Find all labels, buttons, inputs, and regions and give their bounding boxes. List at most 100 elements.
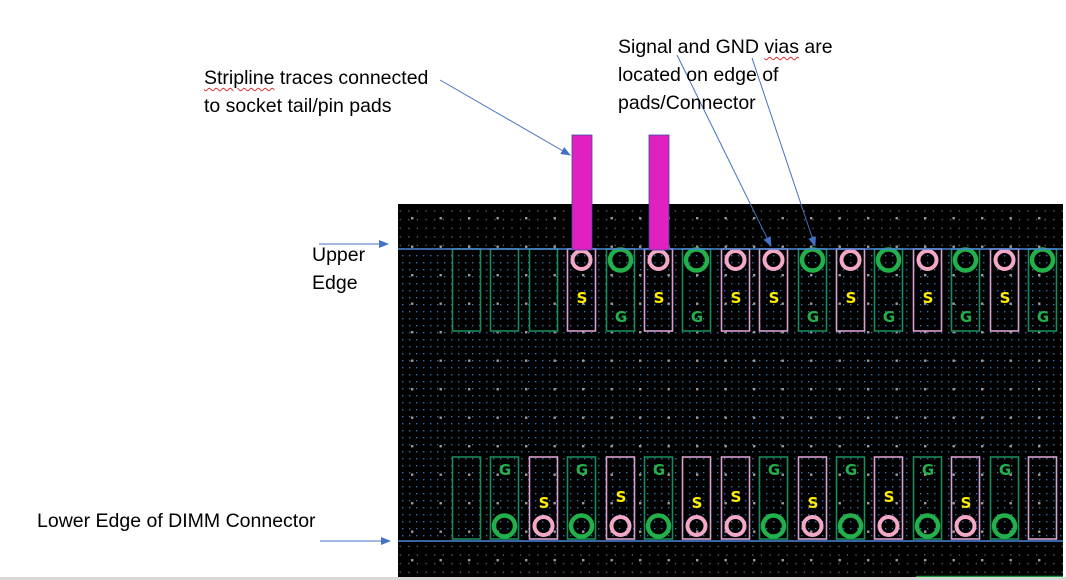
- pcb-board: [398, 204, 1063, 580]
- stripline-annotation: Stripline traces connected to socket tai…: [204, 64, 428, 120]
- signal-via: [724, 515, 747, 537]
- ground-pad: G: [912, 456, 943, 540]
- pad-outline: [835, 456, 866, 540]
- ground-pad-label: G: [807, 308, 819, 326]
- signal-via: [916, 249, 939, 271]
- ground-via: [760, 513, 787, 539]
- stripline-traces: [571, 134, 670, 251]
- upper-edge-label: Upper Edge: [312, 241, 365, 297]
- vias-annotation-line-3: pads/Connector: [618, 92, 756, 114]
- vias-line1-post: are: [799, 36, 833, 58]
- signal-pad: [1027, 456, 1058, 540]
- pad-outline: [912, 456, 943, 540]
- vias-word: vias: [764, 36, 800, 58]
- signal-via: [532, 515, 555, 537]
- pad-outline: [681, 456, 712, 540]
- ground-pad-label: G: [576, 461, 588, 479]
- signal-via: [993, 249, 1016, 271]
- pad-outline: [528, 456, 559, 540]
- board-major-grid: [398, 204, 1063, 580]
- pad-outline: [566, 456, 597, 540]
- slide-bottom-border: [0, 577, 1066, 580]
- pad-outline: [605, 456, 636, 540]
- signal-via: [685, 515, 708, 537]
- pad-outline: [797, 456, 828, 540]
- stripline-annotation-line-1: Stripline traces connected: [204, 64, 428, 92]
- ground-pad: G: [643, 456, 674, 540]
- signal-via: [801, 515, 824, 537]
- signal-pad-label: S: [1000, 289, 1011, 307]
- ground-via: [645, 513, 672, 539]
- signal-pad: S: [797, 456, 828, 540]
- ground-pad: G: [605, 247, 636, 332]
- ground-pad-label: G: [1037, 308, 1049, 326]
- ground-via: [914, 513, 941, 539]
- signal-pad-label: S: [769, 289, 780, 307]
- vias-annotation: Signal and GND vias are located on edge …: [618, 33, 833, 117]
- stripline-line1-rest: traces connected: [274, 67, 429, 89]
- ground-pad-label: G: [845, 461, 857, 479]
- signal-pad-label: S: [731, 289, 742, 307]
- ground-via: [491, 513, 518, 539]
- ground-pad: G: [489, 456, 520, 540]
- gnd-via-arrow: [751, 57, 816, 247]
- pad-outline: [720, 456, 751, 540]
- signal-via-arrow: [676, 54, 772, 247]
- signal-via: [570, 249, 593, 271]
- lower-edge-label: Lower Edge of DIMM Connector: [37, 507, 316, 535]
- signal-pad: S: [720, 456, 751, 540]
- pad-outline: [451, 456, 482, 540]
- ground-pad: G: [989, 456, 1020, 540]
- signal-pad: S: [873, 456, 904, 540]
- signal-pad: S: [950, 456, 981, 540]
- ground-pad: G: [835, 456, 866, 540]
- ground-pad: [451, 456, 482, 540]
- pad-outline: [758, 456, 789, 540]
- ground-pad-label: G: [883, 308, 895, 326]
- signal-pad: S: [681, 456, 712, 540]
- ground-pad: G: [566, 456, 597, 540]
- signal-via: [724, 249, 747, 271]
- lower-edge-label-text: Lower Edge of DIMM Connector: [37, 510, 316, 532]
- pad-outline: [950, 456, 981, 540]
- pad-outline: [1027, 456, 1058, 540]
- vias-line1-pre: Signal and GND: [618, 36, 765, 58]
- signal-pad-label: S: [923, 289, 934, 307]
- ground-pad-label: G: [499, 461, 511, 479]
- ground-via: [568, 513, 595, 539]
- signal-pad-label: S: [731, 488, 742, 506]
- vias-annotation-line-2: located on edge of: [618, 64, 779, 86]
- pad-outline: [643, 456, 674, 540]
- signal-pad-label: S: [616, 488, 627, 506]
- signal-pad-label: S: [577, 289, 588, 307]
- signal-pad-label: S: [539, 494, 550, 512]
- pad-outline: [489, 456, 520, 540]
- ground-pad-label: G: [768, 461, 780, 479]
- signal-via: [647, 249, 670, 271]
- signal-pad: S: [528, 456, 559, 540]
- ground-via: [837, 513, 864, 539]
- upper-edge-label-line-2: Edge: [312, 272, 358, 294]
- pad-outline: [873, 456, 904, 540]
- signal-via: [609, 515, 632, 537]
- callout-arrows: [319, 54, 816, 545]
- ground-pad-label: G: [691, 308, 703, 326]
- stripline-arrow: [439, 79, 571, 156]
- signal-pad-label: S: [808, 494, 819, 512]
- signal-pad-label: S: [846, 289, 857, 307]
- signal-pad-label: S: [692, 494, 703, 512]
- stripline-trace: [571, 134, 593, 251]
- ground-pad-label: G: [653, 461, 665, 479]
- ground-pad-label: G: [922, 461, 934, 479]
- signal-via: [762, 249, 785, 271]
- signal-pad-label: S: [961, 494, 972, 512]
- signal-pad: S: [605, 456, 636, 540]
- stripline-trace: [648, 134, 670, 251]
- ground-pad-label: G: [615, 308, 627, 326]
- ground-pad-label: G: [999, 461, 1011, 479]
- stripline-word: Stripline: [204, 67, 275, 89]
- stripline-annotation-line-2: to socket tail/pin pads: [204, 95, 392, 117]
- signal-via: [954, 515, 977, 537]
